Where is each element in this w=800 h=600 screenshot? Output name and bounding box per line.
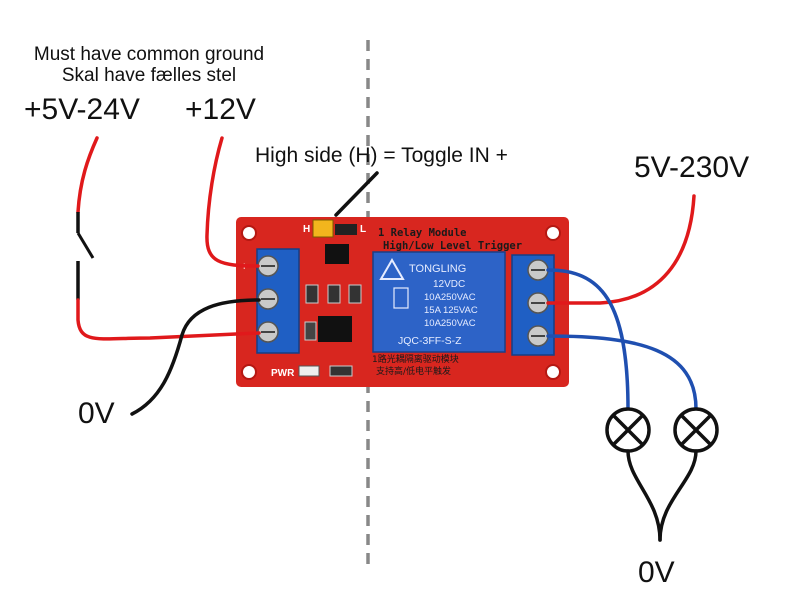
- transistor: [325, 244, 349, 264]
- mount-hole-br: [545, 364, 561, 380]
- tongling-logo: [379, 258, 405, 280]
- board-title-line1: 1 Relay Module: [378, 227, 467, 239]
- board-chinese-line1: 1路光耦隔离驱动模块: [372, 353, 459, 365]
- relay-rating-2: 15A 125VAC: [424, 305, 478, 316]
- wire-control-supply-top: [76, 136, 99, 214]
- relay-body: [372, 251, 506, 353]
- relay-supply-label: +12V: [185, 93, 256, 126]
- power-led-resistor: [329, 365, 353, 377]
- lamp-icon: [673, 407, 719, 453]
- common-ground-note-da: Skal have fælles stel: [61, 65, 237, 86]
- ground-right-label: 0V: [638, 556, 675, 589]
- output-screw-nc: [527, 325, 549, 347]
- wire-ground-left: [130, 298, 261, 416]
- lamp-icon: [605, 407, 651, 453]
- smd-resistor-2: [327, 284, 341, 304]
- smd-resistor-1: [305, 284, 319, 304]
- input-screw-in: [257, 321, 279, 343]
- board-title-line2: High/Low Level Trigger: [383, 240, 522, 252]
- relay-brand: TONGLING: [409, 263, 466, 275]
- wire-lamp2-ground: [658, 449, 698, 542]
- mount-hole-tr: [545, 225, 561, 241]
- output-screw-no: [527, 259, 549, 281]
- optocoupler: [318, 316, 352, 342]
- common-ground-note: Must have common ground Skal have fælles…: [14, 44, 284, 86]
- relay-mark-box: [393, 287, 409, 309]
- input-screw-plus: [257, 255, 279, 277]
- jumper: [312, 219, 334, 238]
- jumper-pins: [335, 224, 357, 235]
- jumper-l-label: L: [360, 224, 366, 235]
- mount-hole-tl: [241, 225, 257, 241]
- power-led-label: PWR: [271, 368, 295, 379]
- mount-hole-bl: [241, 364, 257, 380]
- board-chinese-line2: 支持高/低电平触发: [376, 365, 451, 377]
- ground-left-label: 0V: [78, 397, 115, 430]
- smd-resistor-3: [348, 284, 362, 304]
- power-led: [298, 365, 320, 377]
- relay: TONGLING 12VDC 10A250VAC 15A 125VAC 10A2…: [372, 251, 506, 353]
- common-ground-note-en: Must have common ground: [33, 44, 265, 65]
- high-side-pointer: [334, 171, 379, 217]
- wire-control-signal: [76, 298, 261, 341]
- switch-icon: [76, 232, 95, 259]
- relay-rating-1: 10A250VAC: [424, 292, 476, 303]
- relay-board: + − H L 1 Relay Module High/Low Level Tr…: [236, 217, 569, 387]
- wire-lamp1-ground: [626, 449, 662, 542]
- wire-load-supply: [546, 194, 696, 305]
- wire-lamp2-supply: [546, 334, 698, 411]
- input-screw-minus: [257, 288, 279, 310]
- high-side-note: High side (H) = Toggle IN +: [255, 144, 508, 167]
- relay-rating-3: 10A250VAC: [424, 318, 476, 329]
- load-supply-label: 5V-230V: [634, 151, 750, 184]
- relay-voltage: 12VDC: [433, 279, 465, 290]
- wire-lamp1-supply: [546, 268, 630, 411]
- relay-model: JQC-3FF-S-Z: [398, 335, 462, 347]
- jumper-h-label: H: [303, 224, 310, 235]
- output-screw-com: [527, 292, 549, 314]
- wire-relay-supply: [205, 136, 260, 268]
- control-supply-label: +5V-24V: [24, 93, 140, 126]
- diode: [304, 321, 317, 341]
